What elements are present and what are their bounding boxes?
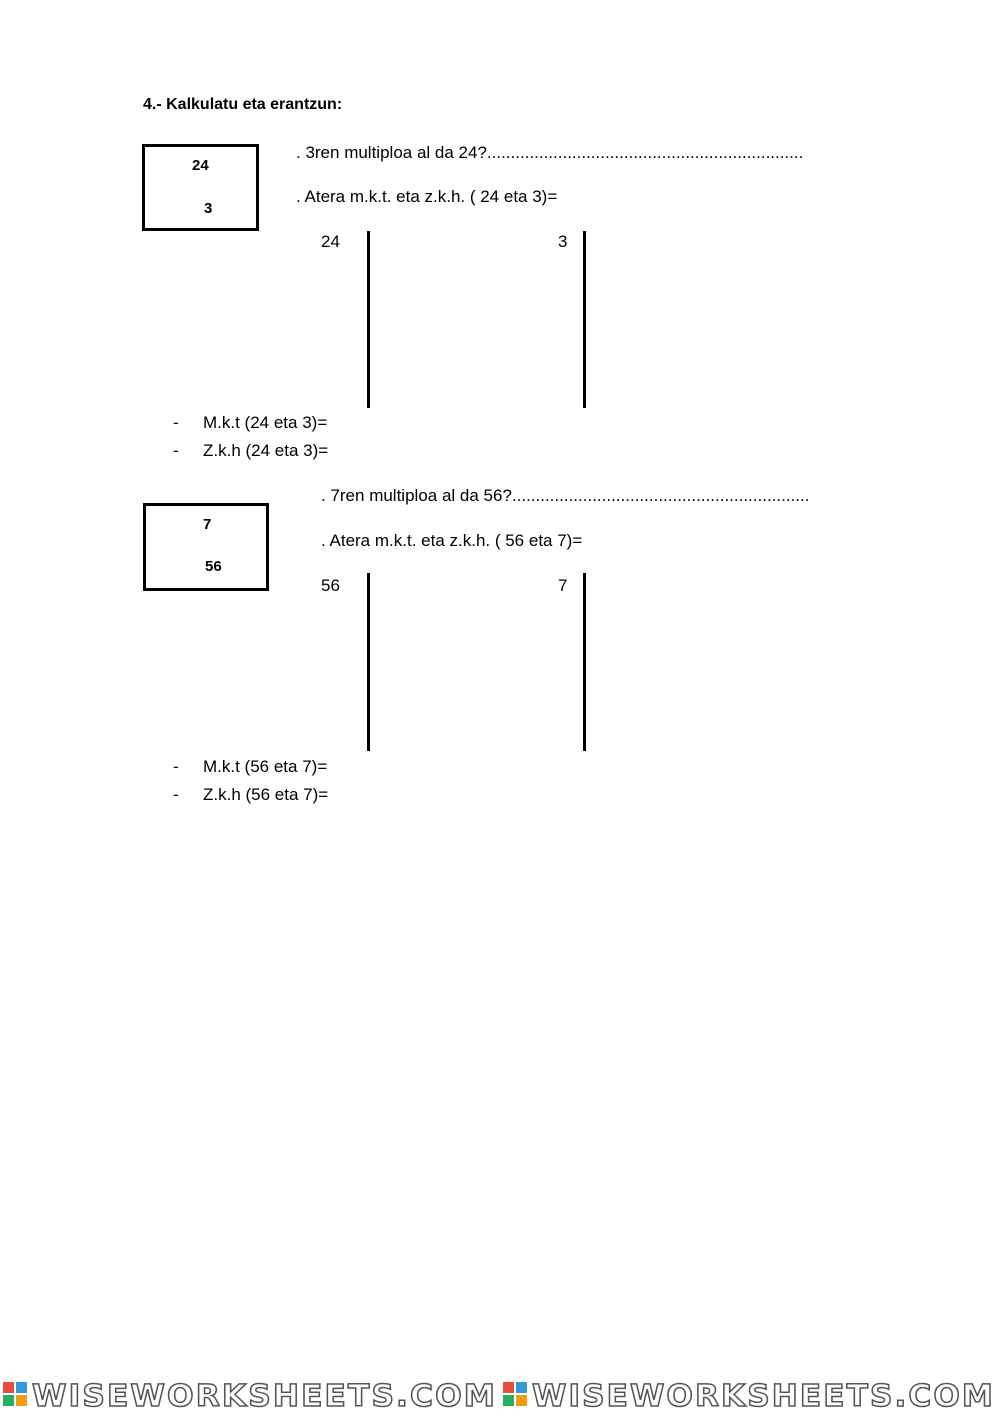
division-2-left-bar — [367, 573, 370, 751]
division-2-right-number: 7 — [558, 576, 568, 595]
bullet-dash: - — [173, 413, 179, 432]
bullet-dash: - — [173, 757, 179, 776]
mkt-1-label: M.k.t (24 eta 3)= — [203, 413, 328, 432]
zkh-2-item: - Z.k.h (56 eta 7)= — [173, 785, 328, 805]
box-2-bottom-number: 56 — [205, 558, 222, 575]
mkt-2-label: M.k.t (56 eta 7)= — [203, 757, 328, 776]
box-1-top-number: 24 — [192, 157, 209, 174]
logo-tile-icon-1 — [3, 1382, 27, 1406]
mkt-2-item: - M.k.t (56 eta 7)= — [173, 757, 327, 777]
question-1: . 3ren multiploa al da 24?..............… — [296, 143, 804, 162]
svg-text:WISEWORKSHEETS.COM: WISEWORKSHEETS.COM — [32, 1379, 497, 1413]
exercise-title: 4.- Kalkulatu eta erantzun: — [143, 96, 343, 113]
question-2: . 7ren multiploa al da 56?..............… — [321, 486, 810, 505]
watermark-logo-graphic: WISEWORKSHEETS.COM WISEWORKSHEETS.COM — [3, 1378, 995, 1415]
division-1-right-bar — [583, 231, 586, 408]
mkt-1-item: - M.k.t (24 eta 3)= — [173, 413, 327, 433]
division-2-right-bar — [583, 573, 586, 751]
box-2-top-number: 7 — [203, 516, 212, 533]
box-1-bottom-number: 3 — [204, 200, 213, 217]
bullet-dash: - — [173, 441, 179, 460]
number-box-2: 7 56 — [143, 503, 269, 591]
number-box-1: 24 3 — [142, 144, 259, 231]
division-2-left-number: 56 — [321, 576, 340, 595]
instruction-1: . Atera m.k.t. eta z.k.h. ( 24 eta 3)= — [296, 187, 558, 206]
division-1-right-number: 3 — [558, 232, 568, 251]
zkh-1-item: - Z.k.h (24 eta 3)= — [173, 441, 328, 461]
bullet-dash: - — [173, 785, 179, 804]
zkh-1-label: Z.k.h (24 eta 3)= — [203, 441, 329, 460]
svg-text:WISEWORKSHEETS.COM: WISEWORKSHEETS.COM — [532, 1379, 995, 1413]
zkh-2-label: Z.k.h (56 eta 7)= — [203, 785, 329, 804]
instruction-2: . Atera m.k.t. eta z.k.h. ( 56 eta 7)= — [321, 531, 583, 550]
logo-tile-icon-2 — [503, 1382, 527, 1406]
division-1-left-bar — [367, 231, 370, 408]
wiseworksheets-watermark-logo: WISEWORKSHEETS.COM WISEWORKSHEETS.COM — [0, 1376, 1000, 1415]
division-1-left-number: 24 — [321, 232, 340, 251]
